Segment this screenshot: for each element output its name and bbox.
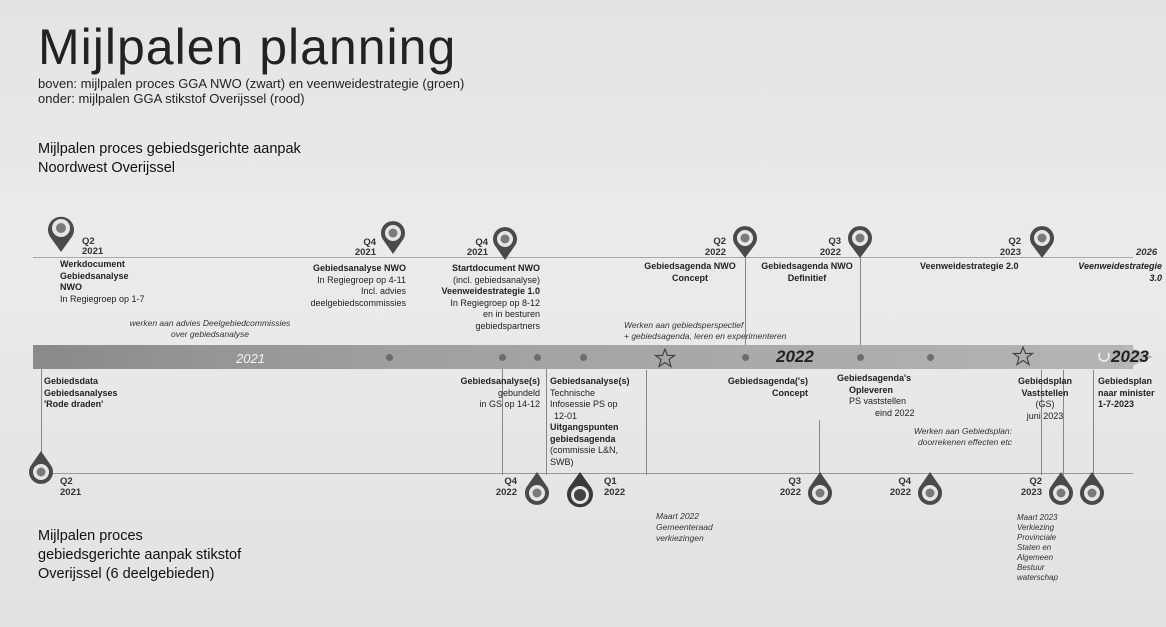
connector-line	[1093, 370, 1094, 475]
timeline-dot	[742, 354, 749, 361]
milestone-year: 2021	[82, 246, 104, 257]
milestone-year: 2021	[354, 247, 376, 258]
year-label-2021: 2021	[236, 351, 265, 366]
milestone-text: Gebiedsanalyse(s) Technische Infosessie …	[550, 376, 630, 467]
location-pin-icon	[733, 226, 757, 258]
location-pin-icon	[1049, 472, 1073, 505]
marker-quarter: Q4	[504, 476, 517, 487]
marker-year: 2022	[604, 487, 626, 498]
location-pin-icon	[493, 227, 517, 260]
bottom-section-line-1: Mijlpalen proces	[38, 528, 143, 544]
connector-line	[819, 420, 820, 475]
location-pin-icon	[1080, 472, 1104, 505]
location-pin-icon	[848, 226, 872, 258]
milestone-text: Werkdocument Gebiedsanalyse NWO In Regie…	[60, 259, 145, 304]
bottom-section-line-3: Overijssel (6 deelgebieden)	[38, 566, 215, 582]
bottom-section-line-2: gebiedsgerichte aanpak stikstof	[38, 547, 242, 563]
milestone-year: 2021	[466, 247, 488, 258]
milestone-quarter: Q2	[713, 236, 726, 247]
milestone-text: Gebiedsdata Gebiedsanalyses 'Rode draden…	[44, 376, 118, 409]
milestone-text: Gebiedsagenda NWO Definitief	[761, 261, 853, 283]
location-pin-icon	[29, 451, 53, 484]
marker-quarter: Q4	[898, 476, 911, 487]
timeline-arrow-head	[1125, 345, 1153, 369]
marker-year: 2021	[60, 487, 82, 498]
top-section-line-2: Noordwest Overijssel	[38, 160, 175, 176]
milestone-text: Gebiedsanalyse(s) gebundeld in GS op 14-…	[460, 376, 540, 409]
election-note: Maart 2022 Gemeenteraad verkiezingen	[656, 511, 713, 543]
marker-quarter: Q3	[788, 476, 801, 487]
milestone-text: Gebiedsanalyse NWO In Regiegroep op 4-11…	[310, 263, 406, 308]
connector-line	[502, 360, 503, 475]
location-pin-icon	[918, 472, 942, 505]
star-icon	[1012, 346, 1034, 366]
top-section-line-1: Mijlpalen proces gebiedsgerichte aanpak	[38, 141, 301, 157]
connector-line	[1063, 370, 1064, 475]
milestone-quarter: Q4	[363, 237, 376, 248]
year-label-2023: 2023	[1111, 347, 1149, 366]
milestone-text: Gebiedsagenda NWO Concept	[644, 261, 736, 283]
timeline-dot	[499, 354, 506, 361]
year-label-2022: 2022	[776, 347, 814, 366]
milestone-year: 2022	[819, 247, 841, 258]
milestone-text: Gebiedsplan naar minister 1-7-2023	[1098, 376, 1155, 409]
timeline-dot	[927, 354, 934, 361]
timeline-dot	[580, 354, 587, 361]
connector-line	[1041, 370, 1042, 475]
marker-year: 2022	[889, 487, 911, 498]
subtitle-line-2: onder: mijlpalen GGA stikstof Overijssel…	[38, 91, 305, 106]
connector-line	[646, 370, 647, 475]
milestone-text: Veenweidestrategie 3.0	[1078, 261, 1162, 283]
bar-note: Werken aan Gebiedsplan: doorrekenen effe…	[913, 426, 1012, 447]
timeline-dot	[386, 354, 393, 361]
timeline-dot	[534, 354, 541, 361]
milestone-year: 2026	[1136, 247, 1158, 258]
connector-line	[745, 257, 746, 347]
milestone-year: 2022	[704, 247, 726, 258]
top-section-heading: Mijlpalen proces gebiedsgerichte aanpak …	[38, 140, 301, 178]
milestone-text: Startdocument NWO (incl. gebiedsanalyse)…	[441, 263, 540, 331]
location-pin-icon	[567, 472, 593, 508]
bottom-section-heading: Mijlpalen proces gebiedsgerichte aanpak …	[38, 527, 241, 584]
connector-line	[546, 360, 547, 475]
election-note: Maart 2023 Verkiezing Provinciale Staten…	[1017, 513, 1058, 582]
milestone-text: Gebiedsagenda('s) Concept	[727, 376, 808, 398]
marker-year: 2022	[779, 487, 801, 498]
subtitle-line-1: boven: mijlpalen proces GGA NWO (zwart) …	[38, 76, 465, 91]
top-guide-line	[33, 257, 1133, 258]
location-pin-icon	[1030, 226, 1054, 258]
location-pin-icon	[48, 216, 74, 252]
connector-line	[860, 257, 861, 347]
location-pin-icon	[525, 472, 549, 505]
milestone-quarter: Q2	[1008, 236, 1021, 247]
refresh-arc-icon	[1098, 352, 1110, 362]
bottom-guide-line	[33, 473, 1133, 474]
milestone-text: Gebiedsagenda's Opleveren PS vaststellen…	[837, 373, 915, 418]
location-pin-icon	[381, 221, 405, 254]
location-pin-icon	[808, 472, 832, 505]
bar-note: werken aan advies Deelgebiedcommissies o…	[129, 318, 291, 339]
milestone-text: Gebiedsplan Vaststellen (GS) juni 2023	[1017, 376, 1072, 421]
milestone-text: Veenweidestrategie 2.0	[920, 261, 1019, 271]
timeline-dot	[857, 354, 864, 361]
milestone-quarter: Q2	[82, 236, 95, 247]
bar-note: Werken aan gebiedsperspectief + gebiedsa…	[624, 320, 787, 341]
milestone-quarter: Q3	[828, 236, 841, 247]
marker-year: 2023	[1020, 487, 1042, 498]
marker-year: 2022	[495, 487, 517, 498]
milestone-quarter: Q4	[475, 237, 488, 248]
star-icon	[654, 348, 676, 368]
marker-quarter: Q2	[60, 476, 73, 487]
connector-line	[41, 345, 42, 473]
marker-quarter: Q1	[604, 476, 617, 487]
marker-quarter: Q2	[1029, 476, 1042, 487]
page-title: Mijlpalen planning	[38, 19, 457, 75]
milestone-year: 2023	[999, 247, 1021, 258]
